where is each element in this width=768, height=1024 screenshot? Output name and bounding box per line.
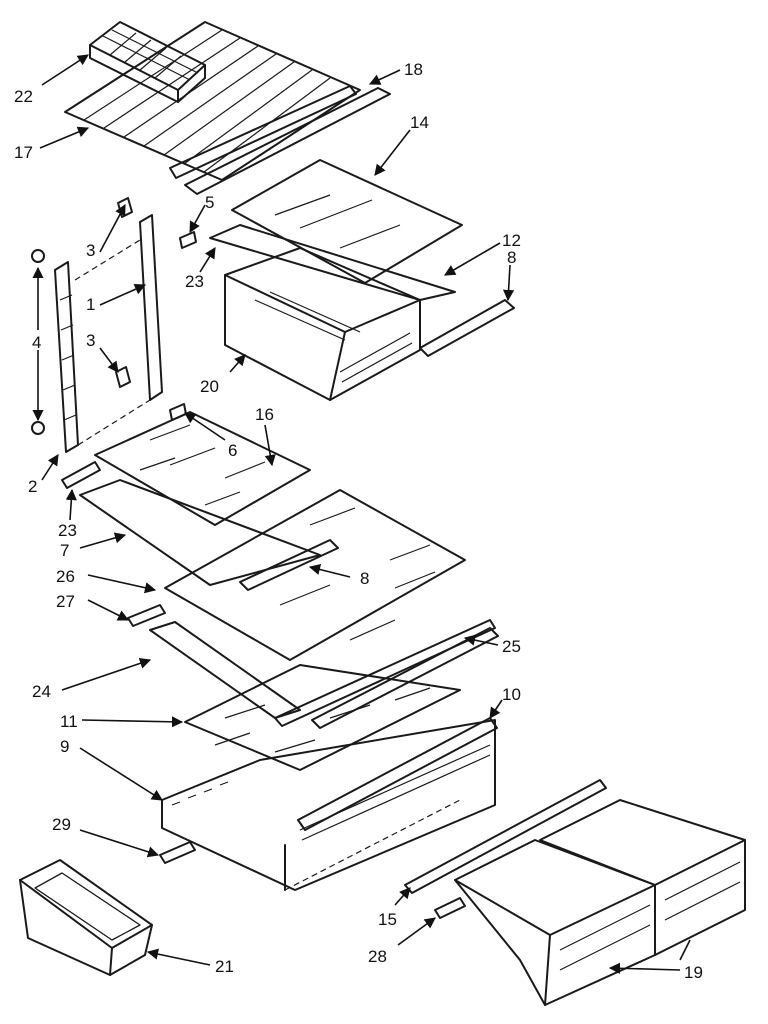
label-8-lower: 8	[360, 569, 369, 588]
glass-cover-part	[231, 159, 463, 284]
label-26: 26	[56, 567, 75, 586]
shelf-rail-part	[184, 87, 391, 195]
leader-lines	[32, 54, 691, 974]
screw-part-upper	[179, 231, 197, 249]
glass-shelf-lower-part	[184, 664, 461, 771]
label-12: 12	[502, 231, 521, 250]
end-cap-upper	[31, 249, 45, 263]
label-11: 11	[60, 712, 78, 731]
label-25: 25	[502, 637, 521, 656]
part-labels: 22 17 18 14 5 3 12 23 8 1 4 3 20 16 6 2 …	[14, 60, 703, 982]
label-19: 19	[684, 963, 703, 982]
label-1: 1	[86, 295, 95, 314]
label-10: 10	[502, 685, 521, 704]
label-24: 24	[32, 682, 51, 701]
label-29: 29	[52, 815, 71, 834]
label-4: 4	[32, 333, 41, 352]
label-14: 14	[410, 113, 429, 132]
label-9: 9	[60, 737, 69, 756]
trim-part-29	[159, 841, 196, 864]
glass-shelf-middle-part	[164, 489, 466, 661]
label-18: 18	[404, 60, 423, 79]
label-2: 2	[28, 477, 37, 496]
rail-part-28	[434, 897, 466, 919]
trim-piece-part	[127, 604, 166, 627]
shelf-trim-part	[61, 461, 101, 489]
crisper-pan-part	[161, 719, 496, 891]
rail-part-15	[404, 779, 607, 894]
crisper-frame-part	[209, 224, 456, 301]
label-5: 5	[205, 193, 214, 212]
clip-part-lower	[115, 366, 131, 388]
left-rail-part	[54, 261, 79, 453]
label-22: 22	[14, 87, 33, 106]
support-rail-part	[419, 299, 515, 357]
label-28: 28	[368, 947, 387, 966]
rail-part-25	[311, 627, 499, 729]
end-cap-lower	[31, 421, 45, 435]
glass-shelf-upper-part	[94, 411, 311, 526]
label-6: 6	[228, 441, 237, 460]
label-23-upper: 23	[185, 272, 204, 291]
label-20: 20	[200, 377, 219, 396]
label-3-upper: 3	[86, 241, 95, 260]
label-16: 16	[255, 405, 274, 424]
label-7: 7	[60, 541, 69, 560]
label-3-lower: 3	[86, 331, 95, 350]
ice-tray-part	[89, 21, 206, 103]
crisper-drawers-part	[454, 799, 746, 1006]
shelf-frame-part	[79, 479, 321, 586]
label-21: 21	[215, 957, 234, 976]
shelf-frame-lower-part	[149, 621, 301, 719]
wire-shelf-part	[64, 21, 361, 181]
drawer-part	[224, 247, 421, 401]
support-rail-middle-part	[239, 539, 339, 591]
label-15: 15	[378, 910, 397, 929]
label-8-upper: 8	[507, 248, 516, 267]
door-bin-part	[19, 859, 153, 976]
label-27: 27	[56, 592, 75, 611]
label-23-lower: 23	[58, 521, 77, 540]
right-rail-part	[139, 214, 163, 401]
label-17: 17	[14, 143, 33, 162]
crisper-cover-part	[297, 717, 498, 831]
